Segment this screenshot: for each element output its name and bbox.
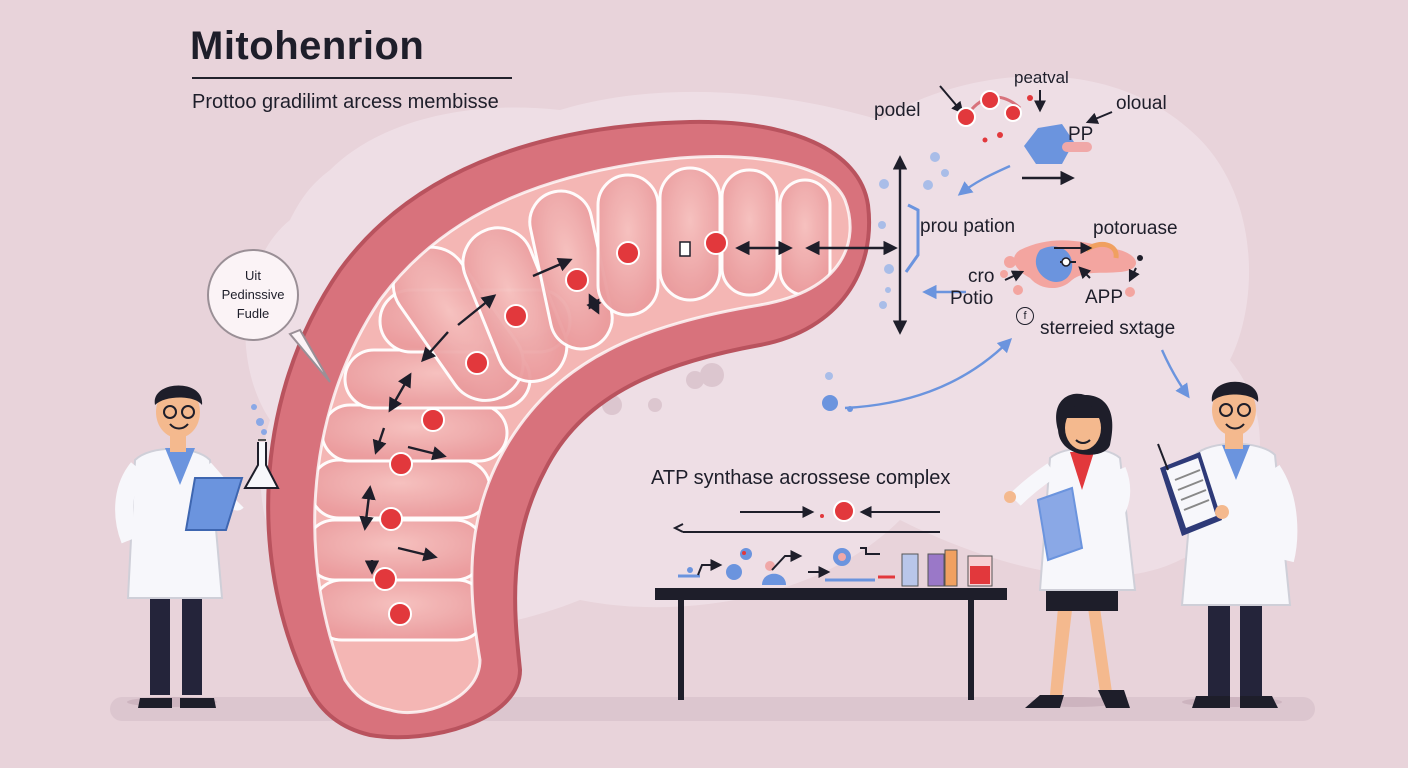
proton-dot — [421, 408, 445, 432]
top-right-molecules — [939, 85, 1113, 196]
page-subtitle: Prottoo gradilimt arcess membisse — [192, 91, 499, 113]
proton-dot — [389, 452, 413, 476]
pp-protein — [1024, 124, 1074, 164]
label-podel: podel — [874, 100, 921, 121]
proton-dot — [388, 602, 412, 626]
floor — [110, 697, 1315, 721]
label-sterreied-sxtage: sterreied sxtage — [1040, 318, 1176, 339]
proton-flow-arrows — [359, 155, 908, 575]
proton-dot — [373, 567, 397, 591]
label-cro: cro — [968, 266, 995, 287]
bench-equipment — [678, 547, 993, 587]
scientist-woman — [1004, 393, 1137, 708]
scientist-left — [115, 385, 280, 708]
proton-dot — [465, 351, 489, 375]
proton-dot — [504, 304, 528, 328]
membrane-bracket — [904, 203, 920, 273]
label-oloual: oloual — [1116, 93, 1167, 114]
crista — [778, 178, 832, 297]
bubble-dots — [825, 152, 949, 380]
proton-dot — [379, 507, 403, 531]
speech-bubble-line: Pedinssive — [221, 287, 285, 302]
proton-markers — [373, 231, 728, 626]
crista — [720, 168, 779, 297]
bench-label: ATP synthase acrossese complex — [651, 467, 951, 489]
crista — [320, 403, 509, 463]
speech-bubble-line: Uit — [245, 268, 261, 283]
speech-bubble — [207, 249, 331, 383]
proton-dot — [616, 241, 640, 265]
label-prou-pation: prou pation — [920, 216, 1016, 237]
label-potio: Potio — [950, 288, 994, 309]
lab-bench — [655, 500, 1007, 700]
cristae-group — [314, 166, 832, 642]
label-pp: PP — [1068, 124, 1094, 145]
atp-protein-cluster — [822, 240, 1190, 412]
label-peatval: peatval — [1014, 68, 1069, 87]
proton-dot — [565, 268, 589, 292]
label-f-mark: f — [1016, 307, 1034, 325]
mitochondrion — [266, 119, 872, 740]
speech-bubble-line: Fudle — [236, 306, 270, 321]
title-underline — [192, 77, 512, 79]
label-app: APP — [1085, 287, 1124, 308]
proton-dot — [704, 231, 728, 255]
scientist-right — [1157, 381, 1298, 708]
page-title: Mitohenrion — [190, 24, 425, 68]
speech-bubble-text: Uit Pedinssive Fudle — [203, 266, 303, 323]
label-potoruase: potoruase — [1093, 218, 1178, 239]
